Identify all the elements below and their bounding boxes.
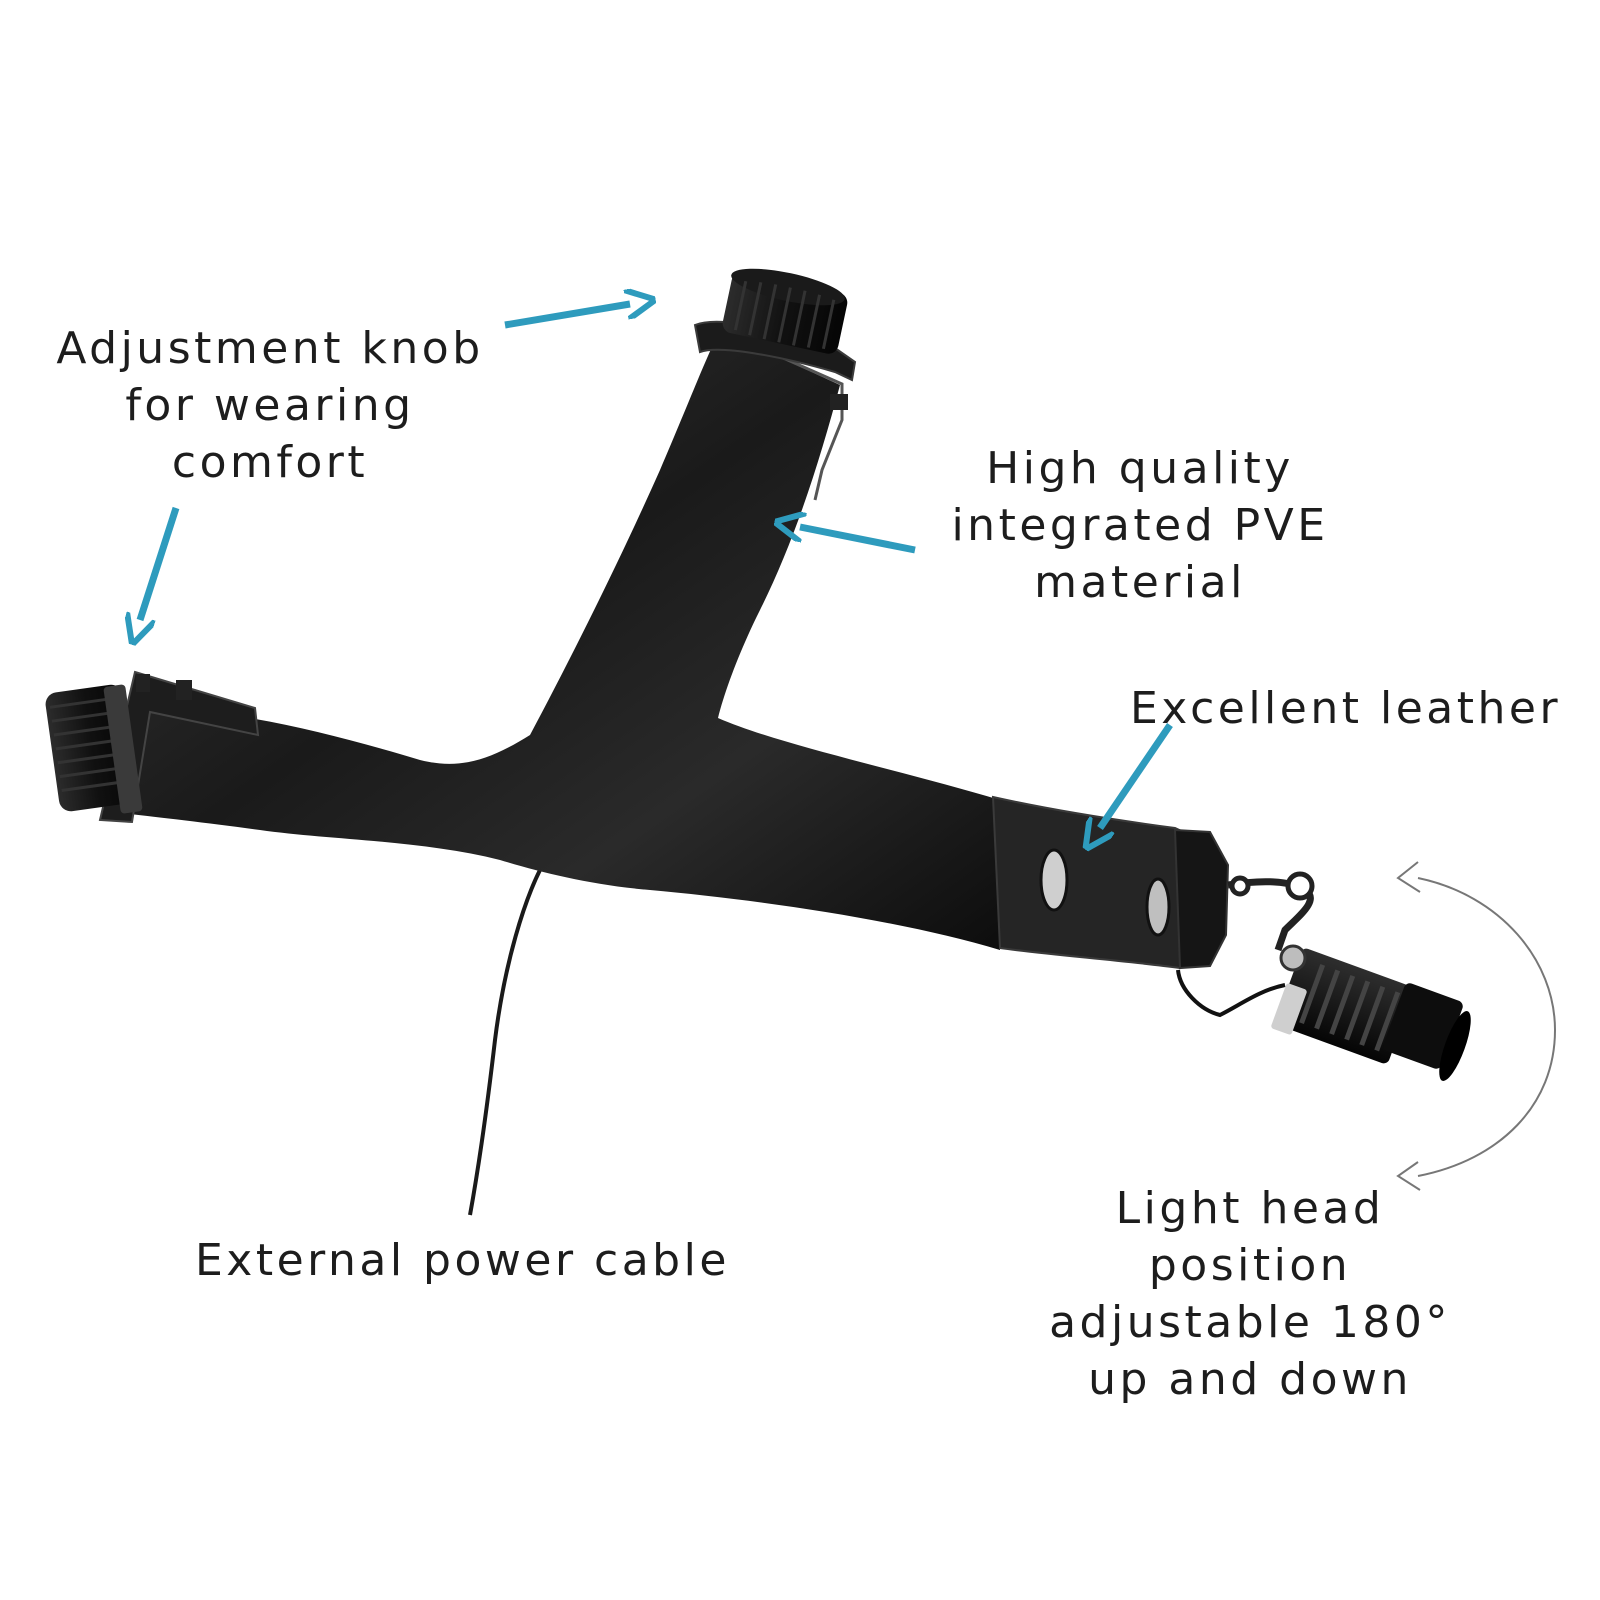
label-line: External power cable	[195, 1235, 730, 1286]
label-power-cable: External power cable	[195, 1232, 755, 1289]
label-pve-material: High quality integrated PVE material	[910, 440, 1370, 611]
label-line: for wearing	[125, 380, 415, 431]
arrow-side-knob	[140, 506, 180, 620]
label-line: Adjustment knob	[56, 323, 484, 374]
label-line: High quality	[986, 443, 1294, 494]
rotation-arrowhead-top	[1396, 861, 1421, 893]
side-buckle	[98, 670, 260, 824]
lamp-wire	[1176, 969, 1286, 1018]
label-line: position	[1148, 1240, 1352, 1291]
side-clip-tab	[176, 680, 192, 700]
rotation-arc	[1417, 877, 1557, 1177]
y-shaped-headband	[110, 330, 1000, 950]
side-adjustment-knob	[45, 684, 143, 814]
power-cable	[468, 869, 542, 1216]
rotation-arrowhead-bottom	[1396, 1161, 1421, 1191]
arrow-pve-material	[800, 527, 916, 554]
label-line: Light head	[1115, 1183, 1385, 1234]
label-line: up and down	[1088, 1354, 1412, 1405]
arrow-leather	[1100, 723, 1173, 828]
lamp-pivot	[1279, 944, 1307, 972]
label-line: comfort	[171, 437, 369, 488]
arrow-top-knob	[504, 304, 630, 329]
label-light-head: Light head position adjustable 180° up a…	[1010, 1180, 1490, 1408]
label-leather: Excellent leather	[1130, 680, 1580, 737]
label-line: integrated PVE	[951, 500, 1329, 551]
side-clip-tab-2	[136, 674, 150, 692]
label-line: material	[1034, 557, 1246, 608]
label-line: Excellent leather	[1130, 683, 1562, 734]
led-light-head	[1271, 948, 1471, 1081]
top-clip-tab	[830, 394, 848, 410]
arm-ring-2	[1229, 875, 1251, 897]
lamp-mount	[1173, 828, 1230, 970]
headband-edge	[719, 328, 844, 501]
arm-ring	[1285, 871, 1315, 901]
strap-hole	[1039, 848, 1069, 912]
top-adjustment-knob	[722, 268, 848, 354]
label-adjustment-knob: Adjustment knob for wearing comfort	[40, 320, 500, 491]
strap-hole-2	[1145, 877, 1171, 937]
label-line: adjustable 180°	[1049, 1297, 1451, 1348]
